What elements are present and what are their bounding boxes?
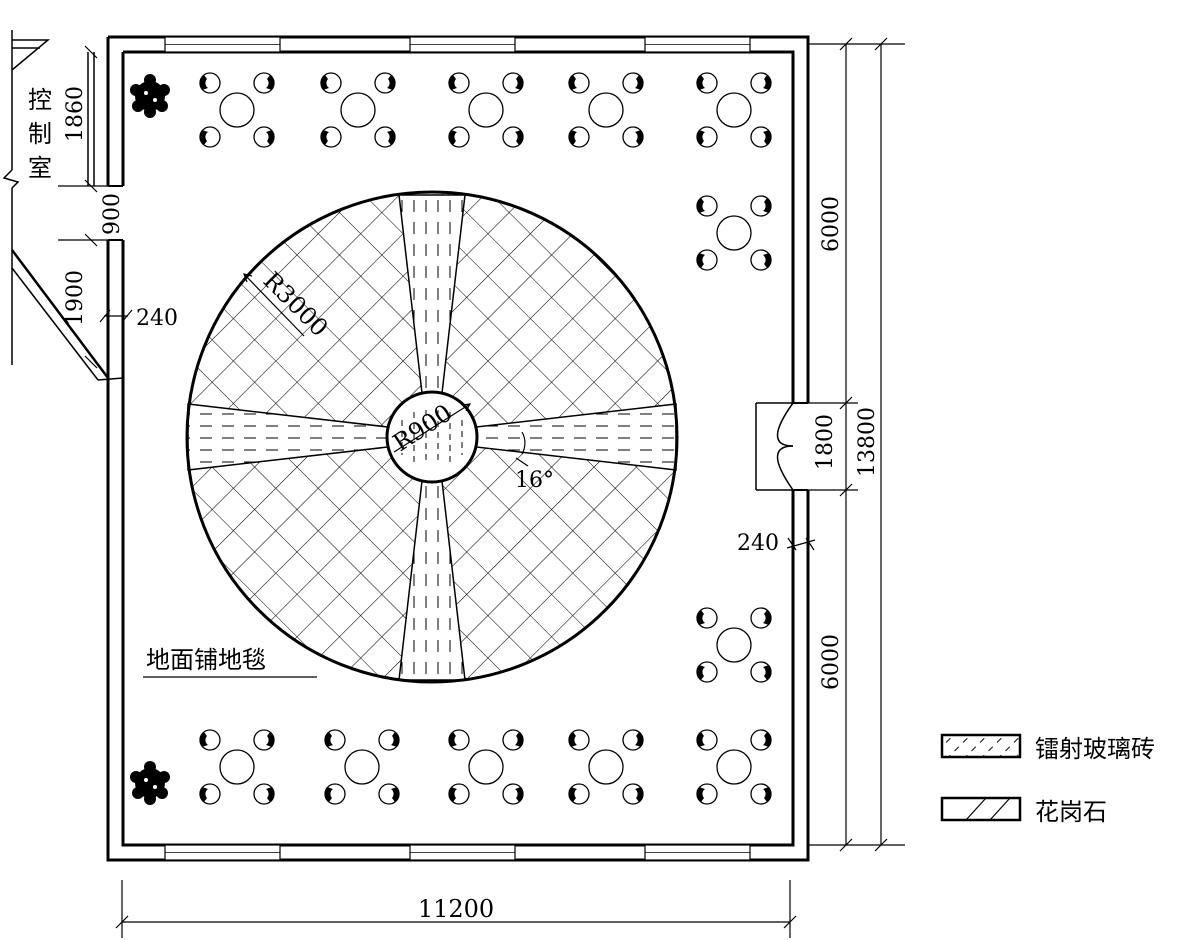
dim-left-wall-2: 900	[100, 193, 125, 235]
table-set	[695, 195, 773, 271]
outer-ring	[185, 190, 679, 684]
center-circle	[385, 390, 479, 484]
radius-annotations	[243, 273, 529, 467]
dance-floor	[185, 190, 679, 684]
table-set	[198, 729, 276, 805]
wedge-right-fill	[476, 404, 676, 470]
dim-wall-left: 240	[136, 306, 178, 331]
table-set	[567, 729, 645, 805]
table-set	[198, 72, 276, 148]
control-room	[2, 30, 124, 381]
dim-wall-right: 240	[737, 531, 779, 556]
table-set	[695, 72, 773, 148]
legend: 镭射玻璃砖 花岗石	[940, 733, 1155, 826]
wedge-bottom-fill	[399, 481, 465, 680]
wedge-angle-label: 16°	[515, 468, 554, 493]
dim-overall-height: 13800	[855, 407, 880, 477]
table-set	[319, 72, 397, 148]
table-set	[447, 72, 525, 148]
legend-swatch-granite	[940, 796, 1022, 822]
windows	[164, 36, 751, 861]
control-room-label-1: 控	[28, 86, 52, 114]
dim-upper-span: 6000	[819, 196, 844, 252]
control-room-label-2: 制	[28, 120, 52, 148]
table-set	[567, 72, 645, 148]
dim-left-wall-1: 1860	[63, 86, 88, 142]
legend-label-granite: 花岗石	[1035, 798, 1107, 826]
table-set	[447, 729, 525, 805]
wedge-left-fill	[188, 404, 388, 470]
wedge-top-fill	[399, 195, 465, 393]
plant-icon	[130, 74, 170, 118]
table-set	[323, 729, 401, 805]
right-dimension-lines	[786, 37, 905, 852]
left-dimension-lines	[58, 45, 133, 369]
entrance-door	[755, 402, 795, 491]
dim-lower-span: 6000	[819, 634, 844, 690]
bottom-dimension-line	[115, 880, 797, 938]
legend-label-laser-glass: 镭射玻璃砖	[1035, 735, 1155, 763]
table-set	[695, 607, 773, 683]
dim-door-width: 1800	[813, 414, 838, 470]
plant-icon	[130, 761, 170, 805]
floor-note: 地面铺地毯	[146, 646, 266, 674]
dim-left-wall-3: 1900	[63, 270, 88, 326]
control-room-label-3: 室	[28, 154, 52, 182]
legend-swatch-laser-glass	[940, 733, 1022, 759]
table-set	[695, 729, 773, 805]
dim-overall-width: 11200	[418, 895, 494, 923]
